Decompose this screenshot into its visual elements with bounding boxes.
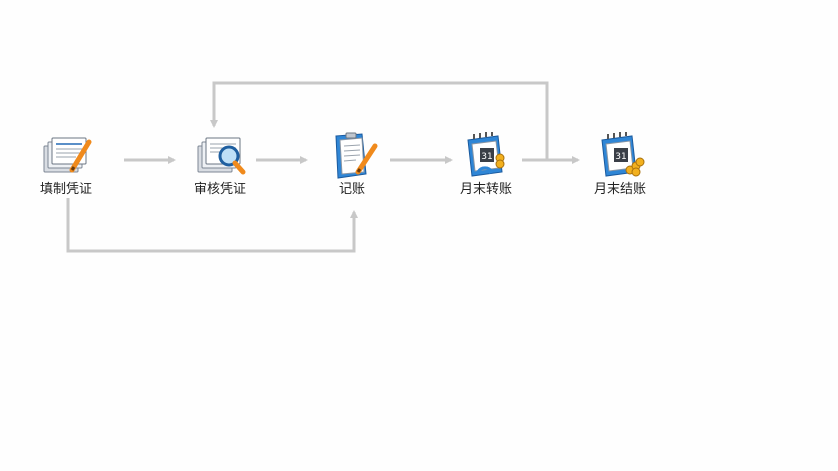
node-audit-voucher[interactable]: 审核凭证	[170, 132, 270, 212]
month-end-transfer-icon: 31	[467, 132, 505, 177]
post-ledger-icon	[335, 132, 378, 179]
svg-text:31: 31	[481, 152, 492, 162]
arrow-fill-bypass-to-post	[66, 198, 358, 253]
node-month-end-transfer[interactable]: 31 月末转账	[436, 132, 536, 212]
audit-voucher-icon	[197, 137, 246, 175]
node-fill-voucher[interactable]: 填制凭证	[16, 132, 116, 212]
node-label-audit-voucher: 审核凭证	[193, 182, 246, 197]
node-label-month-end-transfer: 月末转账	[459, 182, 512, 197]
node-month-end-close[interactable]: 31 月末结账	[570, 132, 670, 212]
node-label-post-ledger: 记账	[338, 182, 365, 197]
fill-voucher-icon	[43, 137, 92, 173]
node-label-fill-voucher: 填制凭证	[39, 182, 92, 197]
arrow-transfer-loop-to-audit	[210, 81, 549, 160]
month-end-close-icon: 31	[601, 132, 645, 177]
node-post-ledger[interactable]: 记账	[302, 132, 402, 212]
node-label-month-end-close: 月末结账	[593, 182, 646, 197]
svg-text:31: 31	[615, 152, 626, 162]
